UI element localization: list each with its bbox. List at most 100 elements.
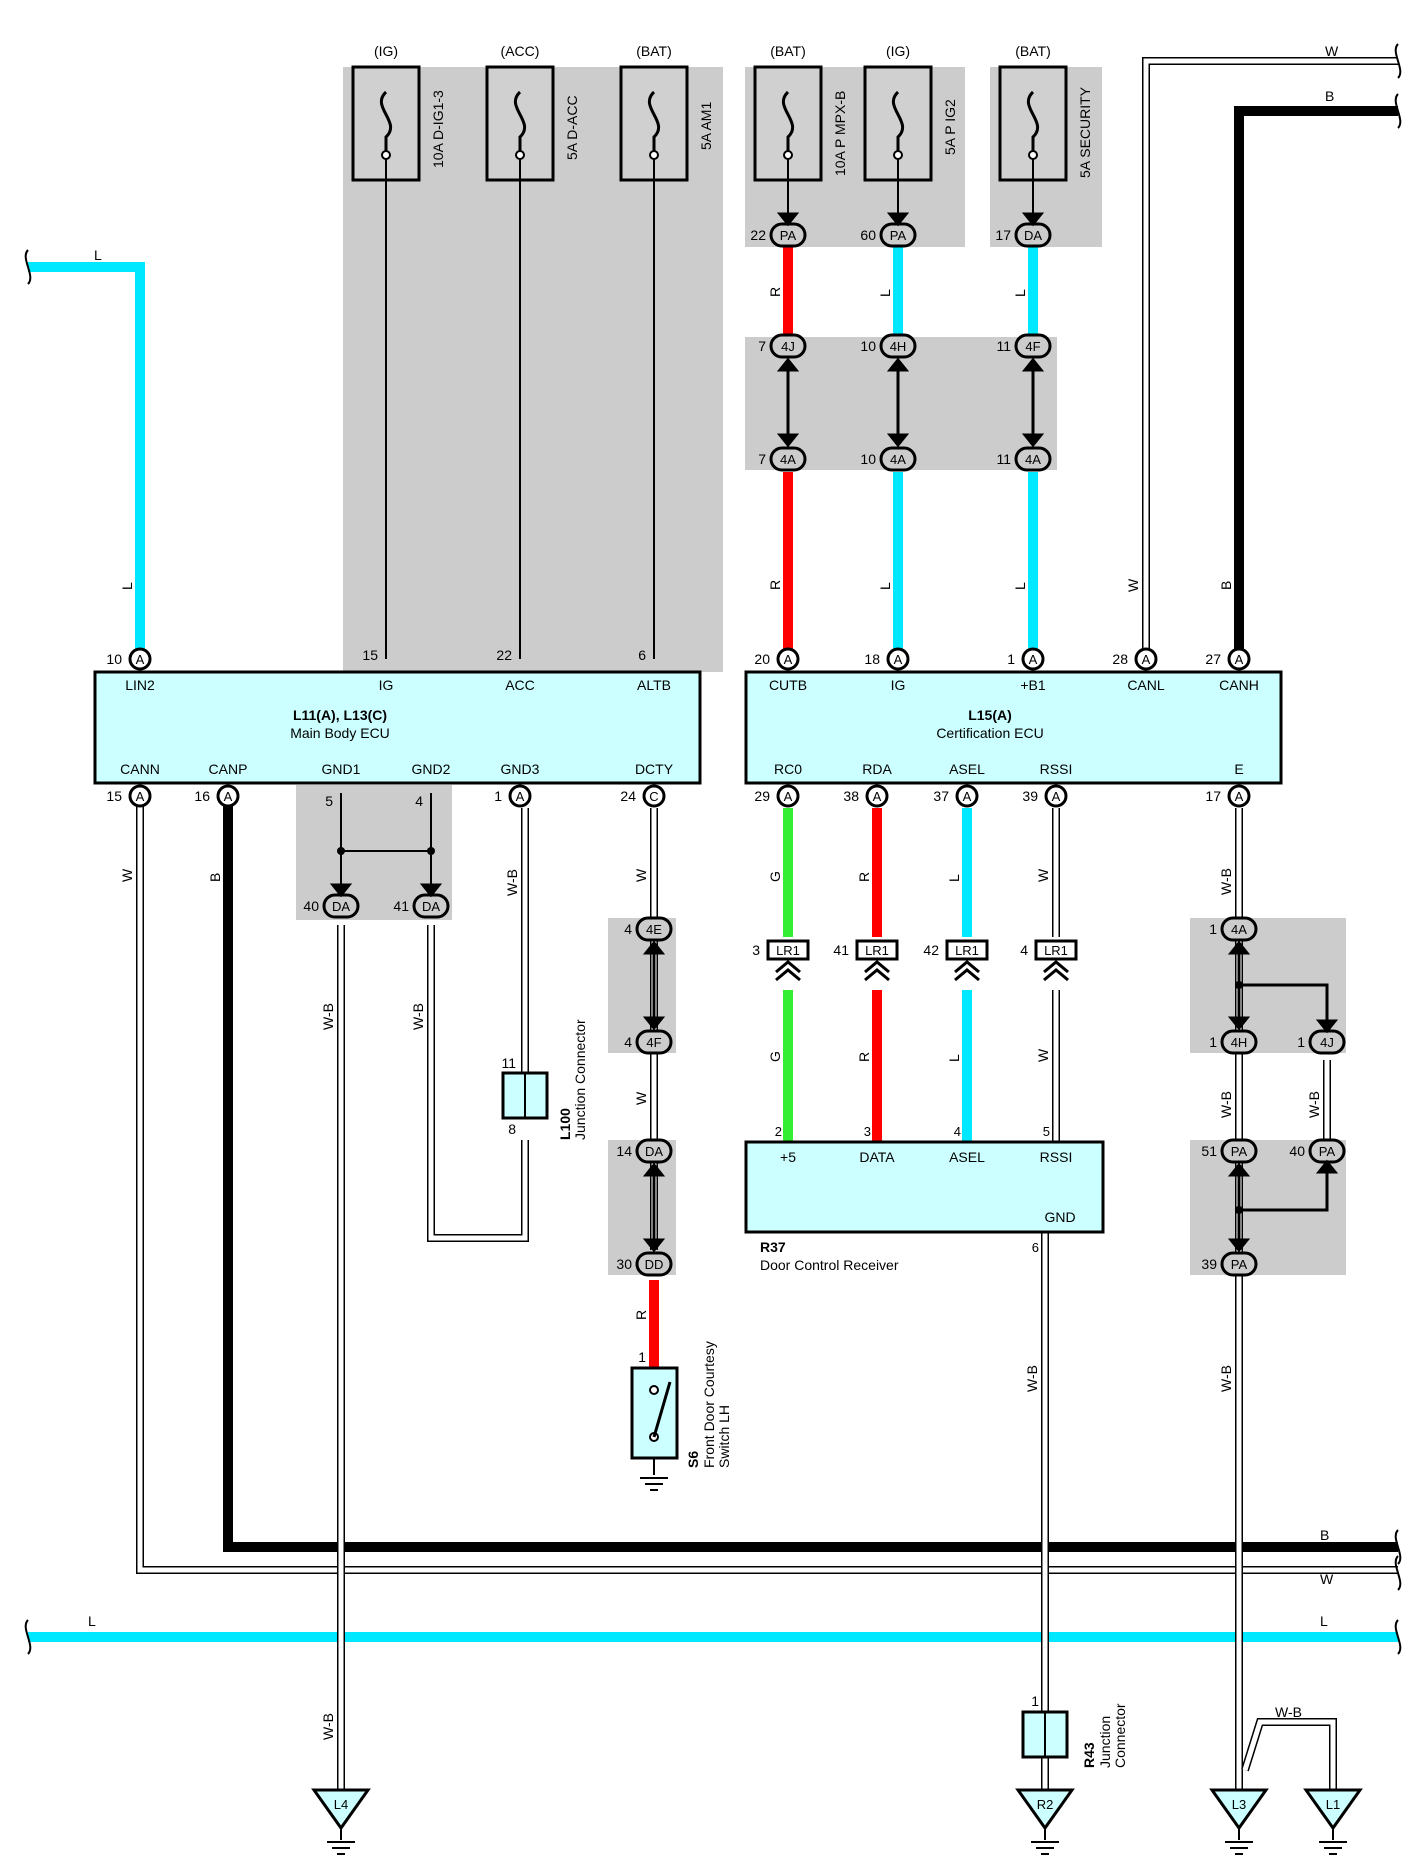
connector-id: 4H <box>890 339 907 354</box>
pin-number: 2 <box>775 1124 782 1139</box>
terminal-conn: C <box>649 789 658 804</box>
connector: 4F 11 <box>996 333 1052 359</box>
fuse-rating-label: 10A D-IG1-3 <box>430 90 446 168</box>
wire-label: W-B <box>320 1713 336 1740</box>
connector-pin: 60 <box>860 227 876 243</box>
connector: 4A 11 <box>996 446 1052 472</box>
pin-number: 1 <box>638 1349 646 1365</box>
pin-number: 15 <box>362 647 378 663</box>
connector-pin: 1 <box>1209 921 1217 937</box>
pin-name: GND2 <box>412 761 451 777</box>
main-body-ecu-name: Main Body ECU <box>290 725 390 741</box>
pin-name: CANN <box>120 761 160 777</box>
wire-label: L <box>94 247 102 263</box>
connector-pin: 22 <box>750 227 766 243</box>
connector-id: DA <box>645 1144 663 1159</box>
pin-name: GND1 <box>322 761 361 777</box>
connector-pin: 7 <box>758 338 766 354</box>
pin-number: 29 <box>754 788 770 804</box>
pin-number: 5 <box>325 793 333 809</box>
ground-label: L4 <box>334 1797 348 1812</box>
connector-pin: 11 <box>996 338 1011 354</box>
pin-number: 1 <box>494 788 502 804</box>
connector-pin: 1 <box>1297 1034 1305 1050</box>
connector-id: 4F <box>646 1035 661 1050</box>
pin-name: RDA <box>862 761 892 777</box>
connector-id: 4E <box>646 922 662 937</box>
pin-name: GND3 <box>501 761 540 777</box>
ground-label: L1 <box>1326 1797 1340 1812</box>
pin-name: ALTB <box>637 677 671 693</box>
pin-number: 24 <box>620 788 636 804</box>
wires <box>28 57 1398 1790</box>
ground-symbols: L4 R2 L3 L1 <box>311 1788 1363 1855</box>
fuse-source-label: (BAT) <box>636 43 672 59</box>
pin-number: 15 <box>106 788 122 804</box>
connector: 4A 10 <box>860 446 917 472</box>
connector-pin: 17 <box>995 227 1011 243</box>
connector-pin: 4 <box>624 1034 632 1050</box>
terminal-conn: A <box>1029 652 1038 667</box>
fuse-source-label: (BAT) <box>1015 43 1051 59</box>
connector: 4J 7 <box>758 333 807 359</box>
door-control-receiver-code: R37 <box>760 1239 786 1255</box>
pin-name: GND <box>1044 1209 1075 1225</box>
connector-pin: 11 <box>996 451 1011 467</box>
wire-label: L <box>946 874 962 882</box>
certification-ecu-code: L15(A) <box>968 707 1012 723</box>
connector-pin: 10 <box>860 451 876 467</box>
wire-label: W-B <box>1218 1365 1234 1392</box>
wire-label: W <box>633 868 649 882</box>
door-control-receiver-box <box>744 1140 1105 1234</box>
wire-label: W <box>1325 43 1339 59</box>
wire-label: R <box>856 1052 872 1062</box>
ground-r2: R2 <box>1015 1788 1075 1855</box>
connector-id: 4H <box>1231 1035 1248 1050</box>
connector: DA 17 <box>995 222 1052 248</box>
connector-id: 4F <box>1025 339 1040 354</box>
pin-name: RSSI <box>1040 761 1073 777</box>
connector: PA 22 <box>750 222 807 248</box>
fuse-source-label: (BAT) <box>770 43 806 59</box>
connector-id: DA <box>422 899 440 914</box>
pin-number: 3 <box>864 1124 871 1139</box>
pin-name: RSSI <box>1040 1149 1073 1165</box>
wire-label: W <box>1035 868 1051 882</box>
pin-number: 4 <box>954 1124 961 1139</box>
wire-label: G <box>767 871 783 882</box>
pin-number: 18 <box>864 651 880 667</box>
pin-number: 16 <box>194 788 210 804</box>
connector: 4H 10 <box>860 333 917 359</box>
lr1-connectors: LR1 3 LR1 41 LR1 42 LR1 4 <box>752 939 1078 982</box>
connector-pin: 41 <box>833 942 849 958</box>
s6-name-line2: Switch LH <box>716 1405 732 1468</box>
pin-name: CANL <box>1127 677 1165 693</box>
connector: 4A 1 <box>1209 916 1258 942</box>
pin-number: 6 <box>1032 1240 1039 1255</box>
pin-number: 5 <box>1043 1124 1050 1139</box>
wire-label: W-B <box>410 1003 426 1030</box>
certification-ecu-box <box>744 670 1283 785</box>
connector-id: 4J <box>1320 1035 1334 1050</box>
ground-l4: L4 <box>311 1788 371 1855</box>
terminal-conn: A <box>784 789 793 804</box>
connector: LR1 42 <box>923 939 989 982</box>
wire-label: W-B <box>1024 1365 1040 1392</box>
connector-pin: 10 <box>860 338 876 354</box>
connector: DA 40 <box>303 893 360 919</box>
connector: LR1 4 <box>1020 939 1078 982</box>
junction-connector-l100: 11 8 L100 Junction Connector <box>501 1019 588 1140</box>
pin-name: DATA <box>859 1149 895 1165</box>
connector-id: 4A <box>1025 452 1041 467</box>
fuse-rating-label: 5A D-ACC <box>564 95 580 160</box>
connector-pin: 4 <box>624 921 632 937</box>
connector: 4H 1 <box>1209 1029 1258 1055</box>
fuse-rating-label: 5A SECURITY <box>1077 86 1093 178</box>
wire-label: R <box>856 872 872 882</box>
connector-pin: 3 <box>752 942 760 958</box>
pin-name: IG <box>891 677 906 693</box>
pin-name: +5 <box>780 1149 796 1165</box>
connector-id: DD <box>645 1257 664 1272</box>
pin-name: RC0 <box>774 761 802 777</box>
connector-id: PA <box>780 228 797 243</box>
